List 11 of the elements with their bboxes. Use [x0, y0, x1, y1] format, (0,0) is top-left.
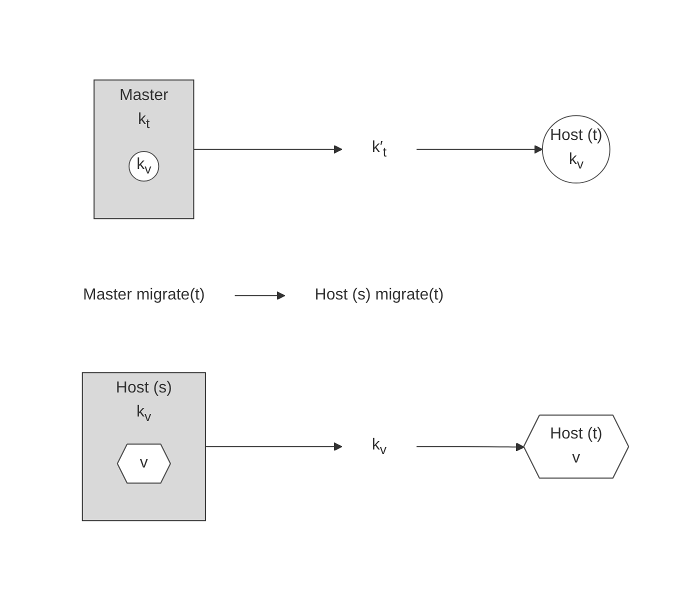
arrow: [205, 442, 342, 451]
arrow: [193, 144, 342, 154]
node-circle: k$_{v}$: [128, 150, 160, 182]
arrow: [416, 144, 543, 154]
node-text: Master migrate(t): [83, 286, 205, 304]
arrow: [416, 442, 525, 452]
node-text: k$_{v}$: [372, 436, 387, 456]
node-text: k′$_{t}$: [372, 138, 387, 160]
arrow: [234, 290, 286, 300]
node-circle: Host (t) k$_{v}$: [542, 114, 611, 184]
node-text: Host (s) migrate(t): [314, 286, 444, 304]
